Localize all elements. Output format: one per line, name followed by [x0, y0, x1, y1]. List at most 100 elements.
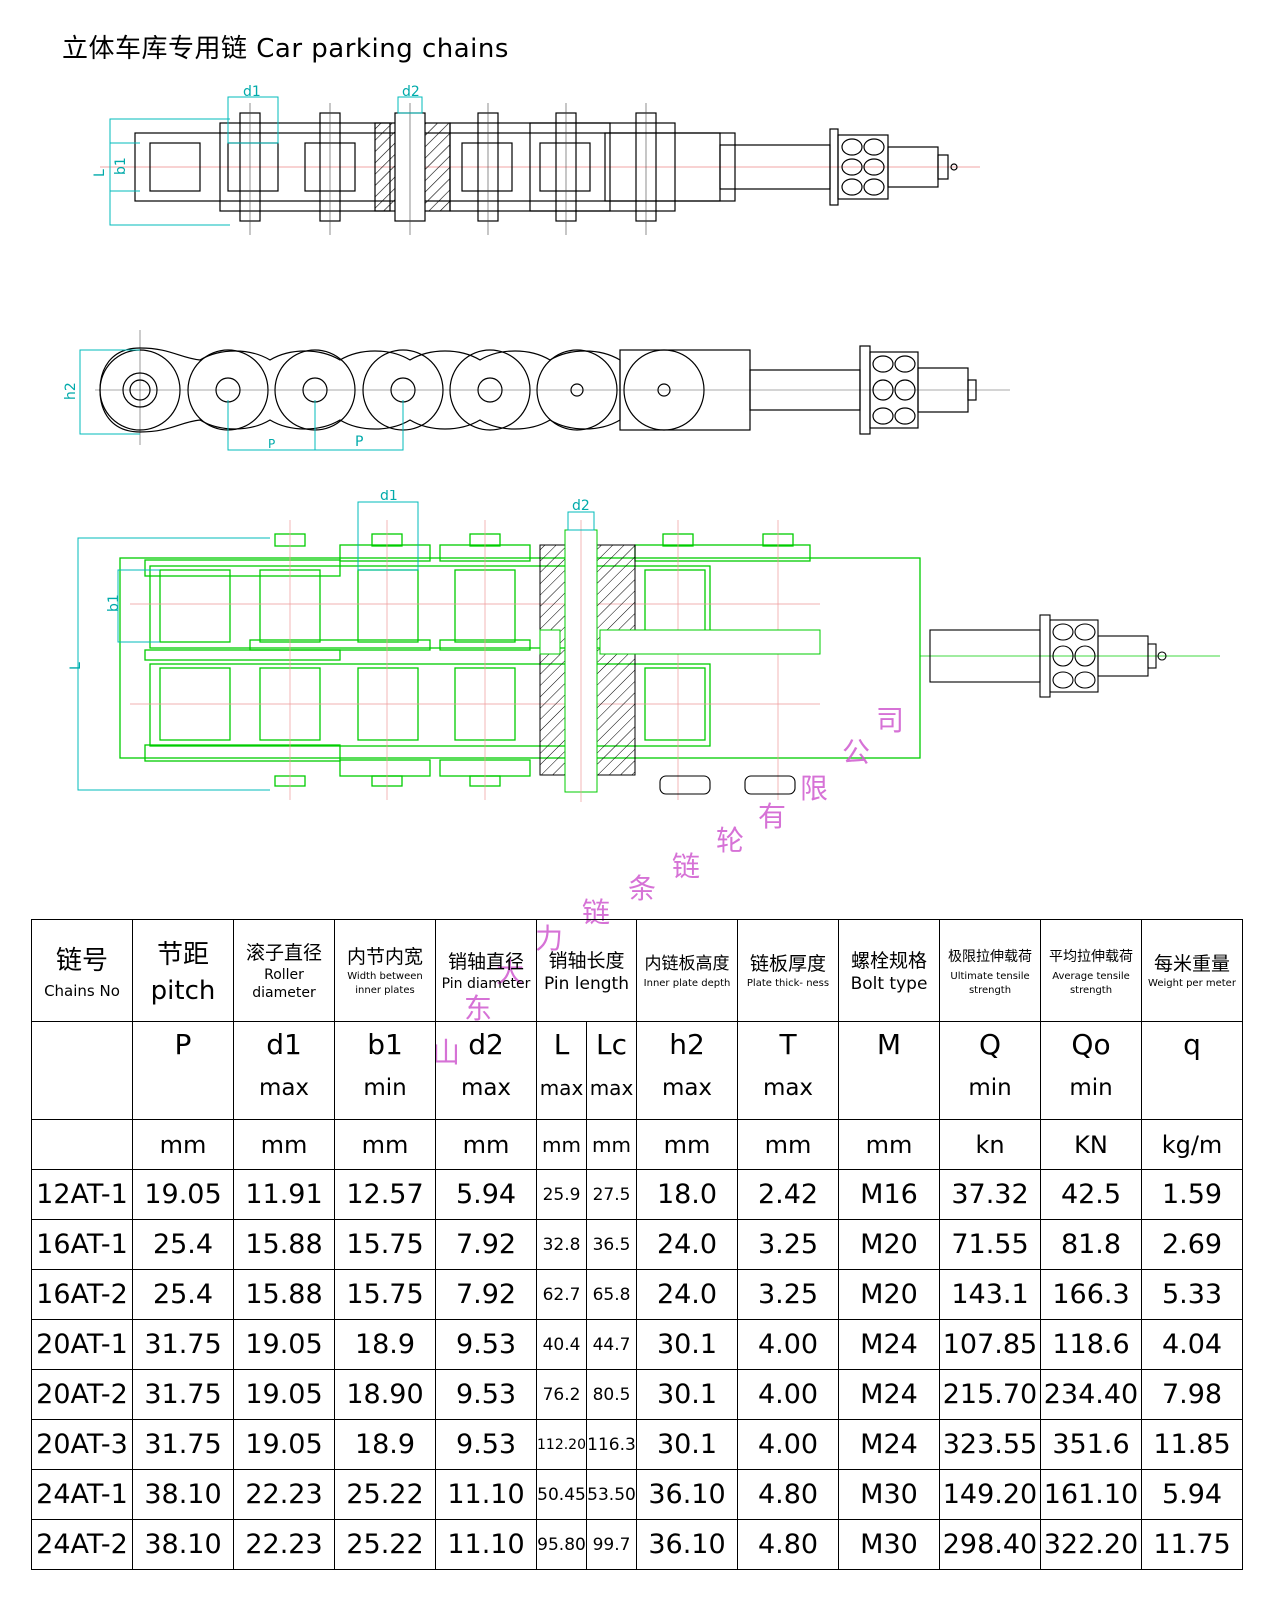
unit-cell: mm: [334, 1119, 436, 1170]
header-en: pitch: [150, 975, 216, 1006]
header-zh: 内链板高度: [644, 953, 730, 974]
value-cell: 31.75: [132, 1369, 234, 1420]
unit-cell: mm: [233, 1119, 335, 1170]
header-zh: 每米重量: [1153, 952, 1230, 975]
value-cell: 11.10: [435, 1519, 537, 1570]
value-cell: 37.32: [939, 1169, 1041, 1220]
symbol-cell: Lc max: [586, 1021, 637, 1120]
value-cell: 2.42: [737, 1169, 839, 1220]
page-title: 立体车库专用链 Car parking chains: [62, 34, 509, 64]
value-cell: 19.05: [233, 1369, 335, 1420]
dim-pitch-label-2: P: [355, 434, 363, 450]
header-en: Roller diameter: [252, 966, 316, 1001]
header-en: Weight per meter: [1148, 977, 1236, 989]
header-plate-thickness: 链板厚度 Plate thick- ness: [737, 919, 839, 1022]
value-cell: 116.3: [586, 1419, 637, 1470]
value-cell: 2.69: [1141, 1219, 1243, 1270]
header-en: Plate thick- ness: [746, 977, 830, 989]
value-cell: 44.7: [586, 1319, 637, 1370]
value-cell: 18.9: [334, 1419, 436, 1470]
header-en: Ultimate tensile strength: [950, 970, 1030, 996]
value-cell: 3.25: [737, 1269, 839, 1320]
value-cell: 107.85: [939, 1319, 1041, 1370]
header-weight: 每米重量 Weight per meter: [1141, 919, 1243, 1022]
header-zh: 节距: [156, 939, 209, 970]
value-cell: 9.53: [435, 1419, 537, 1470]
unit-cell: mm: [132, 1119, 234, 1170]
symbol-cell: [31, 1021, 133, 1120]
header-ultimate-tensile: 极限拉伸载荷 Ultimate tensile strength: [939, 919, 1041, 1022]
header-en: Inner plate depth: [643, 977, 731, 989]
value-cell: 32.8: [536, 1219, 587, 1270]
symbol: h2: [669, 1028, 705, 1061]
value-cell: 25.9: [536, 1169, 587, 1220]
value-cell: 76.2: [536, 1369, 587, 1420]
symbol: b1: [367, 1028, 403, 1061]
symbol: Qo: [1071, 1028, 1111, 1061]
unit-cell: mm: [636, 1119, 738, 1170]
header-pin-diameter: 销轴直径 Pin diameter: [435, 919, 537, 1022]
header-zh: 滚子直径: [245, 941, 322, 964]
value-cell: 22.23: [233, 1469, 335, 1520]
value-cell: 19.05: [132, 1169, 234, 1220]
value-cell: M24: [838, 1419, 940, 1470]
value-cell: 3.25: [737, 1219, 839, 1270]
value-cell: 53.50: [586, 1469, 637, 1520]
value-cell: 4.80: [737, 1469, 839, 1520]
value-cell: 1.59: [1141, 1169, 1243, 1220]
header-zh: 销轴直径: [447, 950, 524, 973]
value-cell: 4.80: [737, 1519, 839, 1570]
value-cell: 22.23: [233, 1519, 335, 1570]
unit-cell: kn: [939, 1119, 1041, 1170]
header-en: Pin diameter: [441, 975, 531, 992]
value-cell: 38.10: [132, 1519, 234, 1570]
header-en: Bolt type: [850, 973, 928, 994]
header-inner-plate-depth: 内链板高度 Inner plate depth: [636, 919, 738, 1022]
header-bolt-type: 螺栓规格 Bolt type: [838, 919, 940, 1022]
value-cell: 24.0: [636, 1219, 738, 1270]
value-cell: M24: [838, 1319, 940, 1370]
header-pitch: 节距 pitch: [132, 919, 234, 1022]
header-zh: 销轴长度: [548, 949, 625, 972]
value-cell: 25.22: [334, 1469, 436, 1520]
value-cell: 5.94: [1141, 1469, 1243, 1520]
chain-no-cell: 16AT-1: [31, 1219, 133, 1270]
limit: min: [1069, 1075, 1113, 1101]
header-row-units: mm mm mm mm mm mm mm mm mm kn KN kg/m: [31, 1119, 1243, 1170]
symbol: d2: [468, 1028, 504, 1061]
value-cell: 27.5: [586, 1169, 637, 1220]
value-cell: 234.40: [1040, 1369, 1142, 1420]
value-cell: M20: [838, 1219, 940, 1270]
value-cell: 81.8: [1040, 1219, 1142, 1270]
header-zh: 螺栓规格: [850, 949, 927, 972]
value-cell: 38.10: [132, 1469, 234, 1520]
unit-cell: mm: [838, 1119, 940, 1170]
value-cell: M30: [838, 1519, 940, 1570]
value-cell: M20: [838, 1269, 940, 1320]
value-cell: 166.3: [1040, 1269, 1142, 1320]
value-cell: 4.00: [737, 1419, 839, 1470]
limit: max: [258, 1075, 310, 1101]
value-cell: 7.92: [435, 1219, 537, 1270]
header-zh: 极限拉伸载荷: [948, 948, 1032, 965]
value-cell: 42.5: [1040, 1169, 1142, 1220]
value-cell: 7.92: [435, 1269, 537, 1320]
value-cell: 65.8: [586, 1269, 637, 1320]
limit: max: [589, 1076, 634, 1100]
value-cell: 31.75: [132, 1319, 234, 1370]
value-cell: 11.10: [435, 1469, 537, 1520]
dim-d2-label: d2: [402, 85, 420, 100]
dim-L-label-2: L: [68, 662, 84, 670]
value-cell: 95.80: [536, 1519, 587, 1570]
unit-cell: KN: [1040, 1119, 1142, 1170]
value-cell: 4.00: [737, 1369, 839, 1420]
value-cell: 19.05: [233, 1319, 335, 1370]
symbol: Lc: [596, 1028, 627, 1061]
